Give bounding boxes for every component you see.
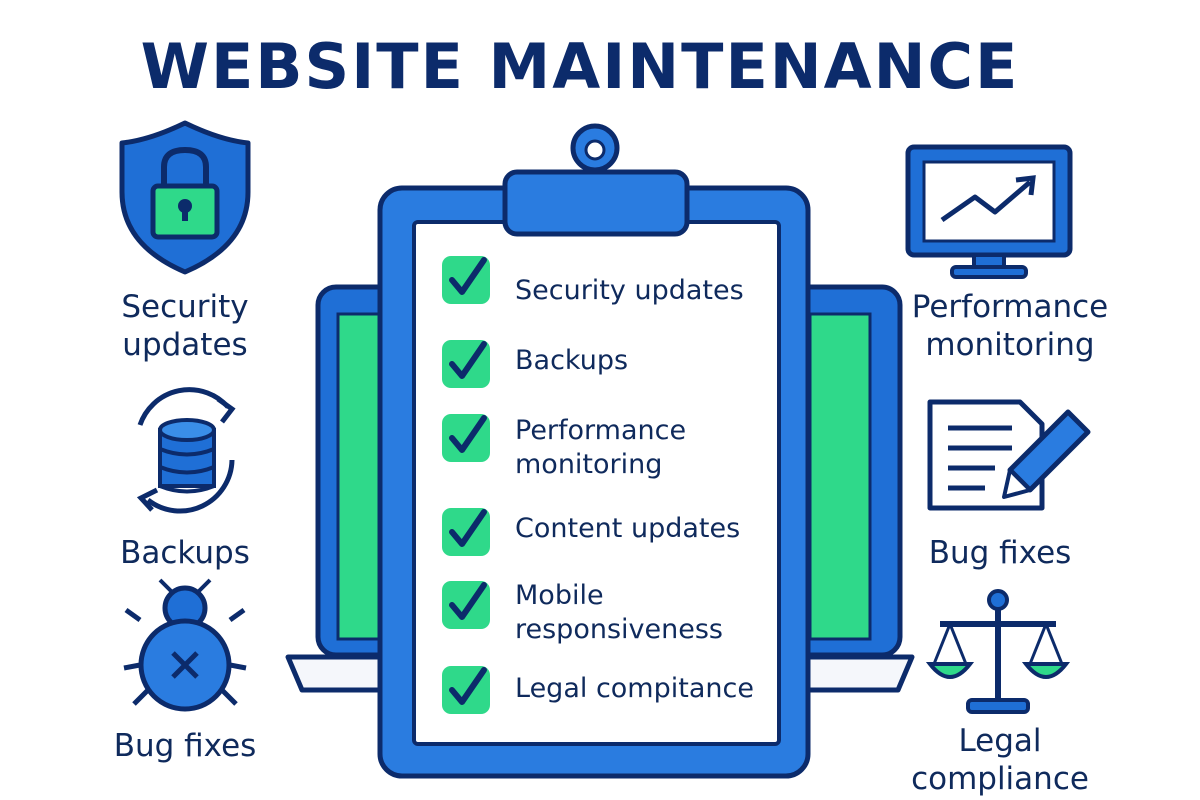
checkbox-checked-icon — [442, 256, 490, 304]
scales-icon — [925, 589, 1071, 714]
bug-icon — [123, 578, 247, 712]
right-label-bug-fixes: Bug fixes — [928, 535, 1072, 571]
checkbox-checked-icon — [442, 581, 490, 629]
monitor-chart-icon — [905, 144, 1073, 279]
database-sync-icon — [136, 387, 236, 514]
right-label-legal: Legal compliance — [911, 723, 1089, 797]
left-label-security: Security updates — [121, 289, 249, 363]
checkbox-checked-icon — [442, 508, 490, 556]
left-label-bug-fixes: Bug fixes — [113, 728, 257, 764]
shield-lock-icon — [119, 120, 251, 275]
document-pencil-icon — [927, 399, 1091, 511]
clipboard — [377, 123, 811, 779]
right-label-performance: Performance monitoring — [911, 289, 1109, 363]
page-title: WEBSITE MAINTENANCE — [140, 30, 1020, 103]
checkbox-checked-icon — [442, 414, 490, 462]
checkbox-checked-icon — [442, 666, 490, 714]
checkbox-checked-icon — [442, 340, 490, 388]
left-label-backups: Backups — [120, 535, 250, 571]
